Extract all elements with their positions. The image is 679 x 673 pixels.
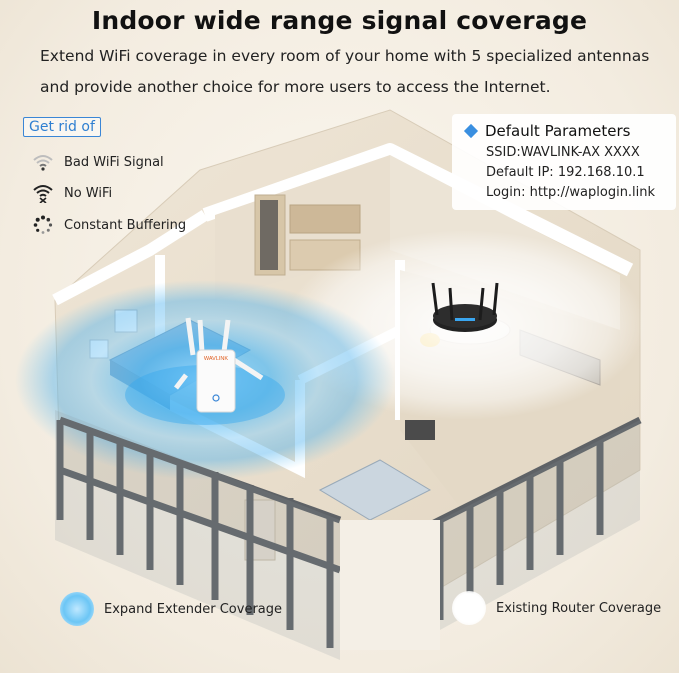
- router-coverage-swatch: [452, 591, 486, 625]
- legend-extender: Expand Extender Coverage: [60, 592, 282, 626]
- get-rid-of-label: Get rid of: [23, 117, 101, 137]
- legend-router: Existing Router Coverage: [452, 591, 661, 625]
- issue-no-wifi: No WiFi: [32, 182, 112, 204]
- legend-router-label: Existing Router Coverage: [496, 600, 662, 616]
- door: [260, 200, 278, 270]
- extender-brand-logo: WAVLINK: [204, 356, 228, 362]
- issue-buffering: Constant Buffering: [32, 214, 186, 236]
- weak-wifi-icon: [32, 151, 54, 173]
- params-heading: Default Parameters: [485, 122, 631, 140]
- params-ssid: SSID:WAVLINK-AX XXXX: [486, 145, 640, 160]
- extender-coverage-swatch: [60, 592, 94, 626]
- params-ip: Default IP: 192.168.10.1: [486, 165, 645, 180]
- front-wall: [340, 520, 440, 650]
- params-login: Login: http://waplogin.link: [486, 185, 656, 200]
- subtitle-line-2: and provide another choice for more user…: [40, 78, 551, 96]
- wall-cap-back: [202, 143, 634, 277]
- extender-device: WAVLINK: [174, 317, 264, 413]
- issue-bad-wifi-label: Bad WiFi Signal: [64, 154, 164, 170]
- buffering-icon: [32, 214, 54, 236]
- issue-buffering-label: Constant Buffering: [64, 217, 187, 233]
- bed-2: [318, 459, 432, 521]
- diamond-bullet-icon: [463, 123, 479, 139]
- issue-no-wifi-label: No WiFi: [64, 185, 113, 201]
- subtitle-line-1: Extend WiFi coverage in every room of yo…: [40, 47, 650, 65]
- router-device: [431, 282, 499, 332]
- no-wifi-icon: [32, 182, 54, 204]
- tv: [405, 420, 435, 440]
- page-title: Indoor wide range signal coverage: [91, 6, 588, 35]
- legend-extender-label: Expand Extender Coverage: [104, 601, 283, 617]
- params-heading-row: Default Parameters: [462, 122, 676, 140]
- default-parameters-panel: Default Parameters SSID:WAVLINK-AX XXXX …: [452, 114, 676, 210]
- issue-bad-wifi: Bad WiFi Signal: [32, 151, 164, 173]
- wall-cap-left: [52, 209, 209, 306]
